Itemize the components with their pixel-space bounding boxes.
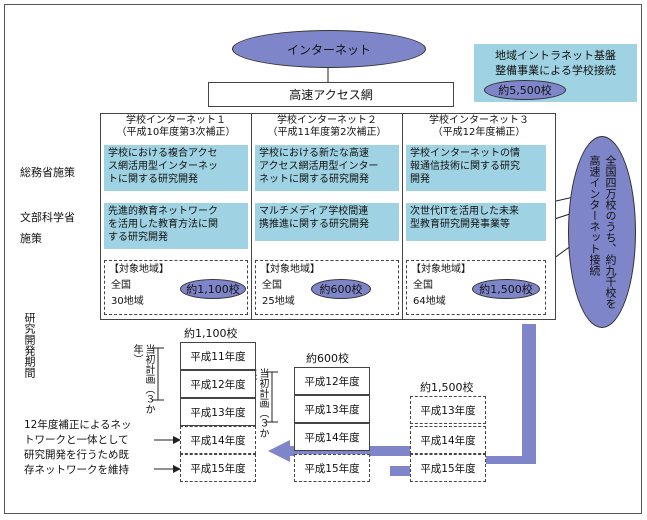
project1-title: 学校インターネット１ bbox=[126, 115, 226, 126]
row-label-monbu-1: 文部科学省 bbox=[20, 211, 75, 224]
project3-monbu: 次世代ITを活用した未来 型教育研究開発事業等 bbox=[406, 203, 546, 241]
c1-y11: 平成11年度 bbox=[180, 342, 256, 370]
intranet-line1: 地域イントラネット基盤 bbox=[495, 49, 616, 62]
divider-2 bbox=[402, 113, 403, 320]
maintenance-note: 12年度補正によるネッ トワークと一体として 研究開発を行うため既 存ネットワー… bbox=[24, 419, 132, 476]
c1-y15: 平成15年度 bbox=[180, 454, 256, 482]
project1-area: 【対象地域】 全国 30地域 bbox=[104, 260, 248, 315]
project1-monbu: 先進的教育ネットワーク を活用した教育方法に関 する研究開発 bbox=[104, 203, 248, 249]
c1-y14: 平成14年度 bbox=[180, 426, 256, 454]
internet-oval: インターネット bbox=[232, 30, 426, 68]
c2-y12: 平成12年度 bbox=[294, 367, 370, 395]
project2-count-oval: 約600校 bbox=[311, 279, 371, 299]
timeline3-count: 約1,500校 bbox=[420, 381, 474, 394]
c3-y15: 平成15年度 bbox=[410, 454, 486, 482]
right-oval-col2: 高速インターネット接続 bbox=[588, 155, 601, 276]
c2-y13: 平成13年度 bbox=[294, 395, 370, 423]
timeline2-count: 約600校 bbox=[306, 352, 349, 365]
diagram-frame bbox=[4, 4, 642, 514]
intranet-count-oval: 約5,500校 bbox=[484, 80, 566, 100]
c1-y12: 平成12年度 bbox=[180, 370, 256, 398]
project2-title: 学校インターネット２ bbox=[277, 115, 377, 126]
c3-y13: 平成13年度 bbox=[410, 396, 486, 424]
highspeed-label: 高速アクセス網 bbox=[289, 88, 373, 102]
c2-y15: 平成15年度 bbox=[294, 454, 370, 482]
project3-area: 【対象地域】 全国 64地域 bbox=[406, 260, 546, 315]
project1-sub: （平成10年度第3次補正） bbox=[116, 127, 236, 138]
blue-arrow-15 bbox=[390, 466, 410, 476]
project3-sub: （平成12年度補正） bbox=[432, 127, 526, 138]
row-label-monbu-2: 施策 bbox=[20, 232, 42, 245]
c1-y13: 平成13年度 bbox=[180, 398, 256, 426]
right-oval: 全国四万校のうち、約九千校を 高速インターネット接続 bbox=[568, 136, 636, 328]
plan1-label: 当初計画（３か年） bbox=[131, 344, 154, 414]
c3-y14: 平成14年度 bbox=[410, 426, 486, 454]
timeline1-count: 約1,100校 bbox=[184, 327, 238, 340]
c2-y14: 平成14年度 bbox=[294, 423, 370, 451]
project3-soumu: 学校インターネットの情 報通信技術に関する研究 開発 bbox=[406, 145, 546, 191]
project2-area: 【対象地域】 全国 25地域 bbox=[255, 260, 399, 315]
intranet-line2: 整備事業による学校接続 bbox=[495, 64, 616, 77]
project1-count-oval: 約1,100校 bbox=[180, 279, 246, 299]
row-label-soumu: 総務省施策 bbox=[20, 166, 75, 179]
project3-title: 学校インターネット３ bbox=[429, 115, 529, 126]
intranet-count: 約5,500校 bbox=[498, 84, 552, 97]
project2-sub: （平成11年度第2次補正） bbox=[267, 127, 387, 138]
blue-arrow-14 bbox=[268, 440, 410, 462]
highspeed-box: 高速アクセス網 bbox=[208, 82, 454, 107]
row-label-kenkyu: 研究開発期間 bbox=[23, 312, 36, 378]
internet-label: インターネット bbox=[286, 42, 371, 57]
project3-count-oval: 約1,500校 bbox=[472, 279, 540, 299]
right-oval-col1: 全国四万校のうち、約九千校を bbox=[604, 155, 617, 309]
project2-soumu: 学校における新たな高速 アクセス網活用型インター ネットに関する研究開発 bbox=[255, 145, 399, 191]
divider-1 bbox=[251, 113, 252, 320]
project2-monbu: マルチメディア学校間連 携推進に関する研究開発 bbox=[255, 203, 399, 241]
project1-soumu: 学校における複合アクセ ス網活用型インターネッ トに関する研究開発 bbox=[104, 145, 248, 191]
